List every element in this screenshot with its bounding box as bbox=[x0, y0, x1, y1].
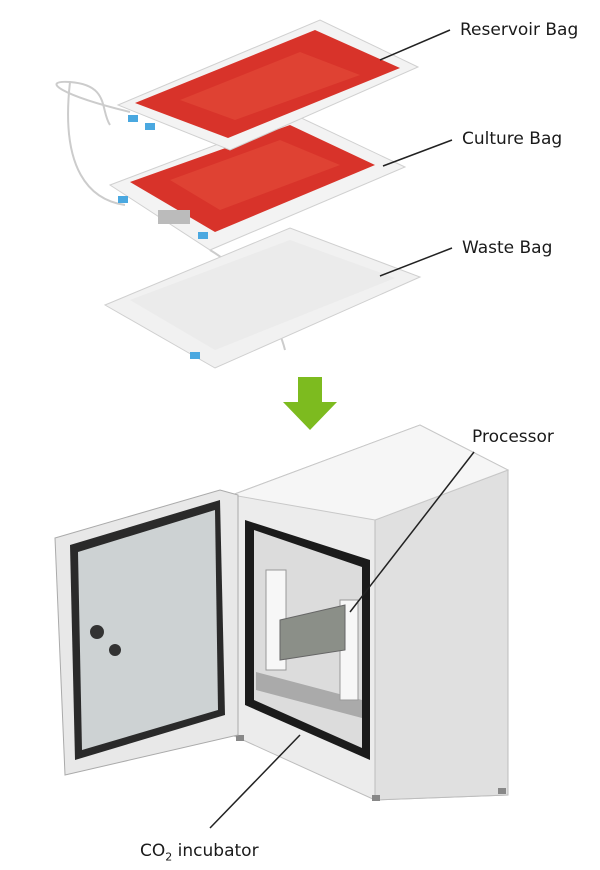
reservoir-bag bbox=[116, 19, 420, 151]
culture-bag-label: Culture Bag bbox=[462, 129, 563, 149]
reservoir-bag-label: Reservoir Bag bbox=[460, 20, 579, 40]
co2-incubator bbox=[230, 424, 510, 801]
connector-icon bbox=[118, 196, 128, 203]
waste-bag-label: Waste Bag bbox=[462, 238, 553, 258]
shelf bbox=[256, 672, 362, 718]
door-port-icon bbox=[109, 644, 121, 656]
co2-incubator-label: CO2 incubator bbox=[140, 841, 259, 863]
processor-connector bbox=[158, 210, 190, 224]
processor-device bbox=[265, 569, 359, 701]
connector-icon bbox=[190, 352, 200, 359]
tube bbox=[67, 81, 126, 206]
waste-bag bbox=[103, 227, 422, 369]
connector-icon bbox=[198, 232, 208, 239]
connector-icon bbox=[145, 123, 155, 130]
incubator-door[interactable] bbox=[54, 489, 239, 776]
down-arrow-icon bbox=[283, 377, 337, 430]
label-subscript: 2 bbox=[165, 850, 173, 864]
label-incubator: incubator bbox=[172, 841, 259, 861]
connector-icon bbox=[128, 115, 138, 122]
door-knob-icon bbox=[90, 625, 104, 639]
label-co: CO bbox=[140, 841, 166, 861]
culture-bag bbox=[108, 114, 407, 251]
processor-label: Processor bbox=[472, 427, 554, 447]
